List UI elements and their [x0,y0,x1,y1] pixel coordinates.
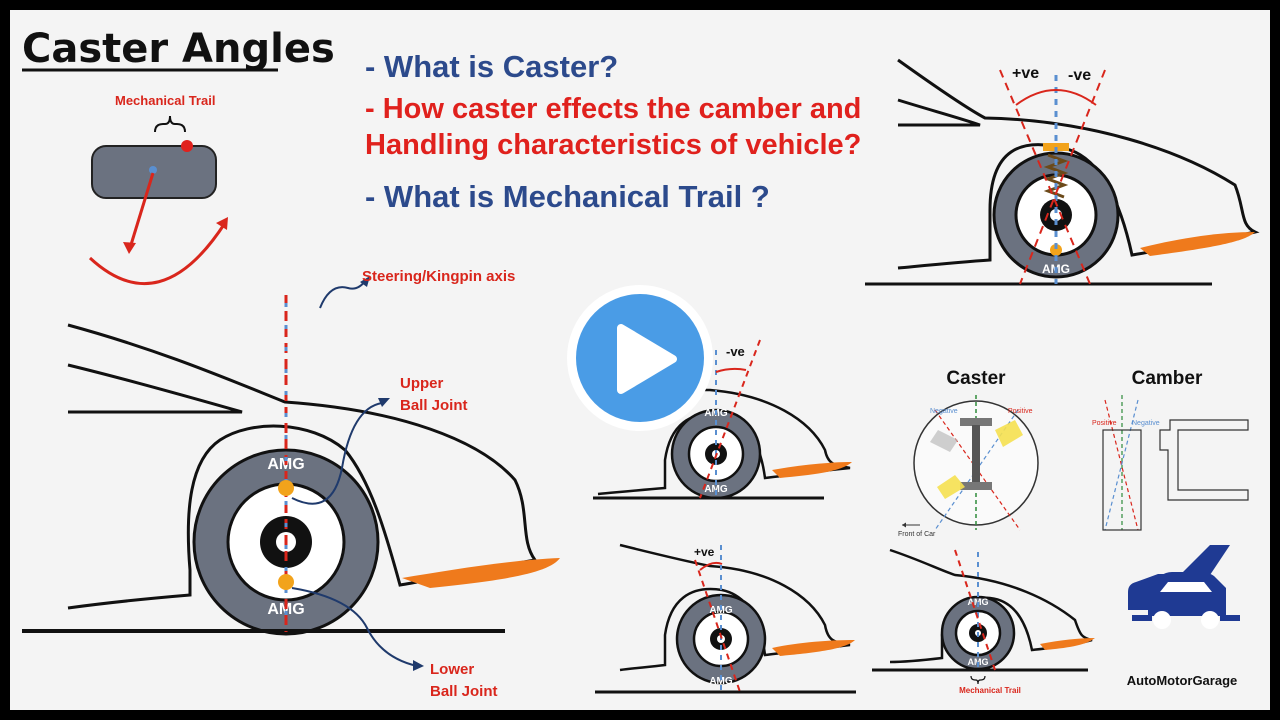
neg-diagram-label: -ve [726,344,745,359]
question-mechanical-trail: - What is Mechanical Trail ? [365,179,770,214]
main-side-view-diagram: AMG AMG Steering/Kingpin axis Upper Ball… [22,268,560,700]
logo-text: AutoMotorGarage [1127,673,1238,688]
steering-direction-arrow [128,172,155,249]
mechanical-trail-small-label: Mechanical Trail [959,686,1021,695]
body-accent-orange [402,558,560,588]
upper-ball-joint [278,480,294,496]
caster-positive-label: Positive [1008,408,1033,415]
thumbnail-canvas: Caster Angles - What is Caster? - How ca… [10,10,1270,710]
lower-ball-joint-label-2: Ball Joint [430,683,498,700]
lower-ball-joint-label-1: Lower [430,661,474,678]
question-what-is-caster: - What is Caster? [365,49,618,84]
question-caster-effects-2: Handling characteristics of vehicle? [365,129,861,161]
play-button[interactable] [567,285,713,431]
negative-caster-label: -ve [1068,67,1091,84]
question-caster-effects-1: - How caster effects the camber and [365,93,861,125]
lower-ball-joint [278,574,294,590]
automotorgarage-logo: AutoMotorGarage [1127,545,1240,688]
caster-heading: Caster [946,368,1006,389]
camber-heading: Camber [1132,368,1203,389]
positive-caster-diagram: AMG AMG +ve [595,543,856,694]
mechanical-trail-diagram: Mechanical Trail [88,93,228,285]
pos-diagram-label: +ve [694,545,715,559]
contact-point [181,140,193,152]
front-of-car-label: Front of Car [898,531,936,538]
caster-reference-diagram: Caster Negative Positive Front of Car [898,368,1039,538]
steering-axis-label: Steering/Kingpin axis [362,268,515,285]
pos-tire-brand-top: AMG [709,605,733,616]
upper-ball-joint-label-2: Ball Joint [400,397,468,414]
tire-brand-bottom: AMG [267,601,304,618]
positive-caster-label: +ve [1012,65,1039,82]
pos-tire-brand-bottom: AMG [709,676,733,687]
mechanical-trail-side-diagram: AMG AMG Mechanical Trail [872,548,1095,695]
suspension-angle-diagram: AMG +ve -ve [865,58,1260,286]
caster-negative-label: Negative [930,408,958,415]
mechanical-trail-label: Mechanical Trail [115,93,215,108]
upper-ball-joint-label-1: Upper [400,375,444,392]
negative-caster-diagram: AMG AMG -ve [593,339,852,500]
title-block: Caster Angles [22,26,335,72]
question-list: - What is Caster? - How caster effects t… [365,49,861,214]
rotation-arc-arrow [88,222,227,285]
camber-negative-label: Negative [1132,420,1160,427]
play-icon [617,324,677,394]
camber-reference-diagram: Camber Positive Negative [1092,368,1249,531]
steering-axis-point [149,166,157,174]
neg-tire-brand-bottom: AMG [704,484,728,495]
camber-positive-label: Positive [1092,420,1117,427]
page-title: Caster Angles [22,26,335,72]
